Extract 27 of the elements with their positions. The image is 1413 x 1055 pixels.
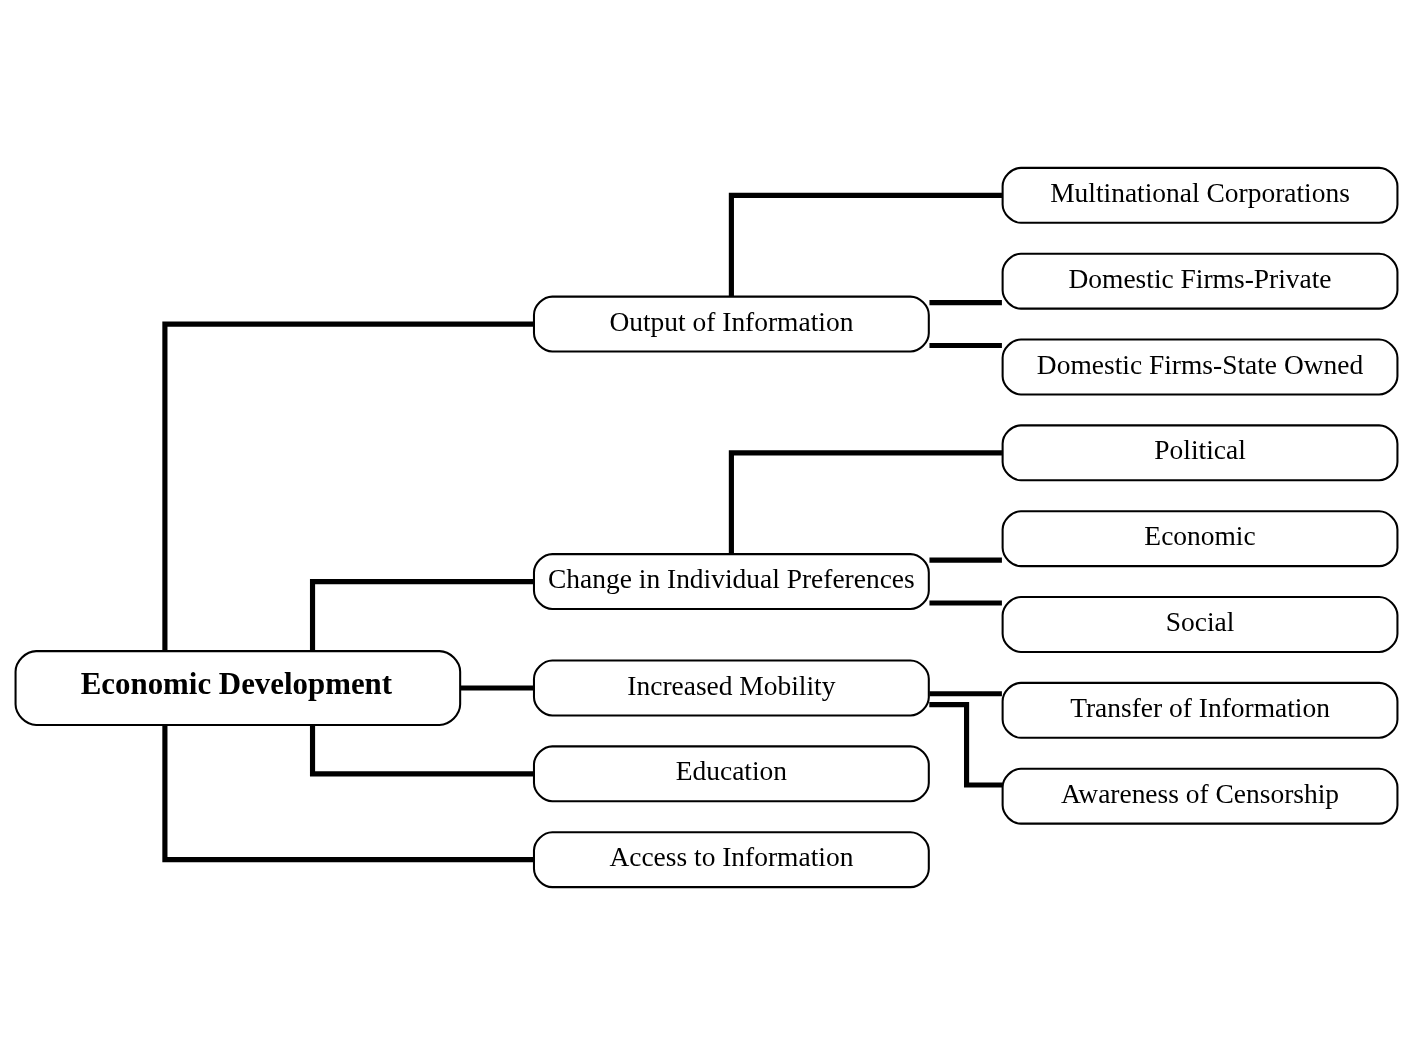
connector [309,579,534,651]
connector [309,725,534,777]
node-box: Transfer of Information [1001,681,1399,739]
node-box: Education [532,745,930,803]
connector [162,725,534,863]
connector [728,450,1002,554]
connector [929,342,1002,349]
node-box: Domestic Firms-State Owned [1001,338,1399,396]
node-box: Multinational Corporations [1001,166,1399,224]
connector [460,685,534,691]
node-box: Increased Mobility [532,659,930,717]
node-box: Political [1001,424,1399,482]
node-box: Change in Individual Preferences [532,553,930,611]
connector [929,300,1002,306]
node-box: Output of Information [532,295,930,353]
connector [929,702,1003,788]
node-box: Access to Information [532,831,930,889]
node-box: Social [1001,596,1399,653]
node-box: Domestic Firms-Private [1001,252,1399,310]
connector [929,557,1002,563]
connector [929,691,1002,697]
connector [929,600,1002,606]
node-box: Awareness of Censorship [1001,767,1399,825]
node-box: Economic [1001,510,1399,568]
connector [162,321,534,651]
connector [728,192,1002,297]
node-box: Economic Development [14,650,462,726]
